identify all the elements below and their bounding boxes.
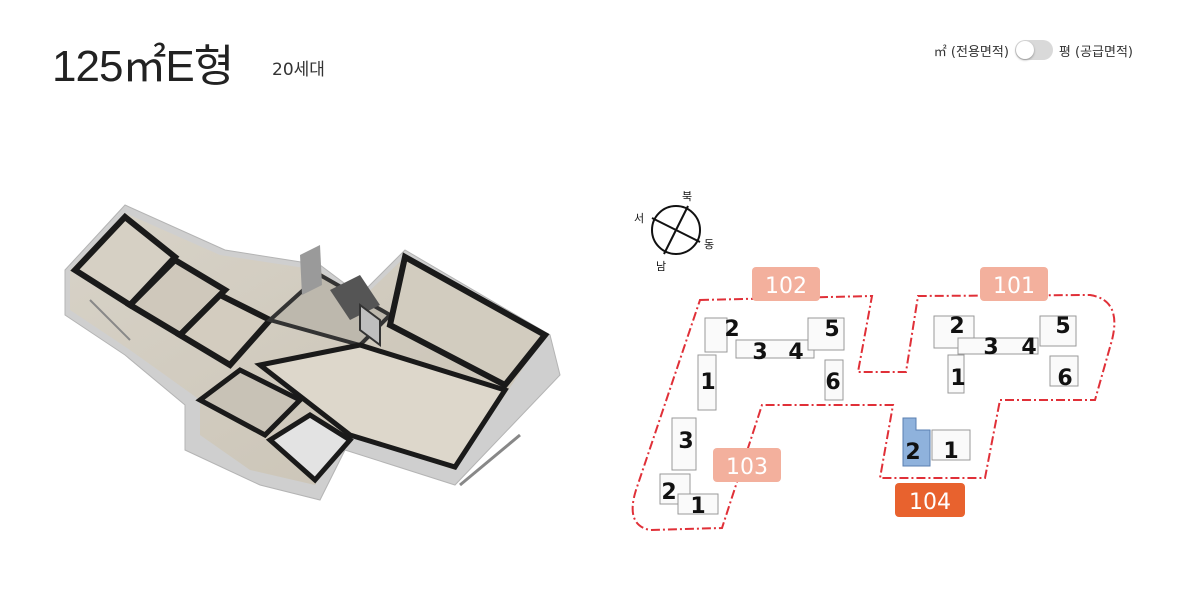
bldg-101-5[interactable]: 5 bbox=[1055, 314, 1070, 339]
compass-east: 동 bbox=[704, 238, 714, 251]
bldg-101-4[interactable]: 4 bbox=[1021, 335, 1036, 360]
toggle-knob bbox=[1015, 41, 1034, 59]
area-unit-toggle[interactable] bbox=[1014, 40, 1053, 60]
svg-text:103: 103 bbox=[726, 455, 768, 480]
bldg-102-2[interactable]: 2 bbox=[724, 317, 739, 342]
bldg-104-1[interactable]: 1 bbox=[943, 439, 958, 464]
block-label-101[interactable]: 101 bbox=[980, 267, 1048, 301]
bldg-102-1[interactable]: 1 bbox=[700, 370, 715, 395]
area-toggle-right-label: 평 (공급면적) bbox=[1058, 44, 1133, 60]
bldg-101-2[interactable]: 2 bbox=[949, 314, 964, 339]
site-plan: 102 101 103 104 2 3 4 5 1 6 2 bbox=[631, 267, 1116, 532]
bldg-103-1[interactable]: 1 bbox=[690, 494, 705, 519]
bldg-104-2[interactable]: 2 bbox=[905, 440, 920, 465]
bldg-102-5[interactable]: 5 bbox=[824, 317, 839, 342]
compass-south: 남 bbox=[656, 260, 666, 273]
compass-west: 서 bbox=[634, 212, 644, 225]
bldg-103-2[interactable]: 2 bbox=[661, 480, 676, 505]
bldg-101-3[interactable]: 3 bbox=[983, 335, 998, 360]
bldg-102-6[interactable]: 6 bbox=[825, 370, 840, 395]
area-unit-toggle-group: ㎡ (전용면적) 평 (공급면적) bbox=[934, 40, 1133, 60]
bldg-102-3[interactable]: 3 bbox=[752, 340, 767, 365]
block-label-103[interactable]: 103 bbox=[713, 448, 781, 482]
bldg-103-3[interactable]: 3 bbox=[678, 429, 693, 454]
block-102-outline bbox=[631, 293, 1116, 532]
area-toggle-left-label: ㎡ (전용면적) bbox=[933, 44, 1009, 60]
svg-text:102: 102 bbox=[765, 274, 807, 299]
bldg-101-6[interactable]: 6 bbox=[1057, 366, 1072, 391]
floor-plan-3d bbox=[64, 204, 561, 501]
compass-north: 북 bbox=[682, 190, 692, 203]
block-label-104[interactable]: 104 bbox=[895, 483, 965, 517]
bldg-102-4[interactable]: 4 bbox=[788, 340, 803, 365]
block-label-102[interactable]: 102 bbox=[752, 267, 820, 301]
compass-icon: 북 서 동 남 bbox=[634, 190, 714, 273]
page-title: 125㎡E형 bbox=[52, 42, 234, 91]
svg-text:104: 104 bbox=[909, 490, 951, 515]
svg-text:101: 101 bbox=[993, 274, 1035, 299]
unit-count: 20세대 bbox=[272, 60, 325, 80]
selected-building-104-2[interactable] bbox=[902, 417, 931, 467]
bldg-101-1[interactable]: 1 bbox=[950, 366, 965, 391]
